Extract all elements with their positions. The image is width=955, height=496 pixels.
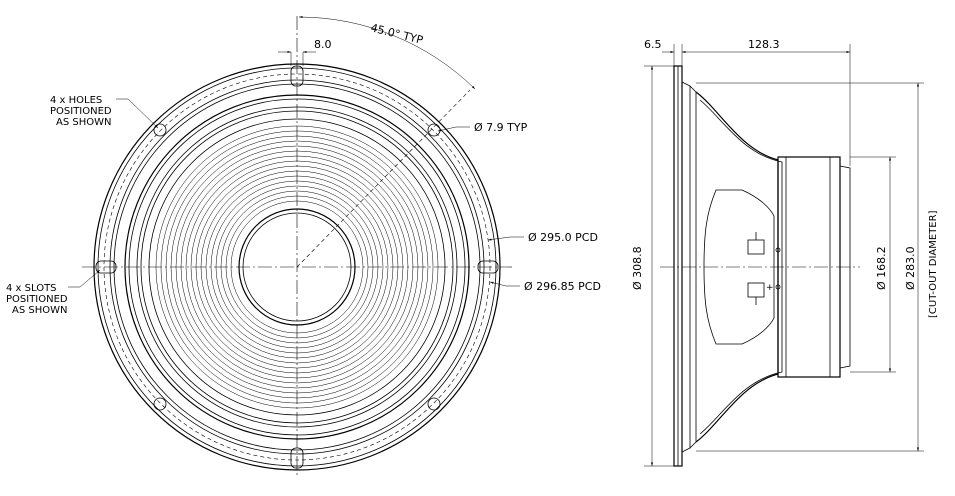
hole-dia-label: Ø 7.9 TYP <box>474 121 528 134</box>
svg-text:4 x SLOTS: 4 x SLOTS <box>6 283 57 294</box>
flange-thickness-label: 6.5 <box>644 38 662 51</box>
cutout-note: [CUT-OUT DIAMETER] <box>928 210 939 318</box>
holes-note: 4 x HOLES POSITIONED AS SHOWN <box>50 95 159 129</box>
svg-text:4 x HOLES: 4 x HOLES <box>50 95 102 106</box>
side-view: + 6.5 128.3 Ø 308.8 Ø 168.2 Ø 283.0 <box>631 38 939 467</box>
magnet-dia-label: Ø 168.2 <box>875 246 888 290</box>
svg-text:AS SHOWN: AS SHOWN <box>56 117 111 128</box>
angle-label: 45.0° TYP <box>369 21 424 47</box>
pcd-label-2: Ø 296.85 PCD <box>524 280 601 293</box>
mounting-holes <box>153 123 441 411</box>
slot-width-label: 8.0 <box>314 38 332 51</box>
svg-text:POSITIONED: POSITIONED <box>6 294 68 305</box>
front-view: 8.0 45.0° TYP 4 x HOLES POSITIONED AS SH… <box>6 15 601 478</box>
slots-note: 4 x SLOTS POSITIONED AS SHOWN <box>6 269 101 316</box>
terminals: + <box>747 232 781 305</box>
outer-dia-label: Ø 308.8 <box>631 246 644 290</box>
svg-text:AS SHOWN: AS SHOWN <box>12 305 67 316</box>
depth-label: 128.3 <box>748 38 780 51</box>
cutout-dia-label: Ø 283.0 <box>904 246 917 290</box>
svg-text:+: + <box>766 283 774 293</box>
pcd-label-1: Ø 295.0 PCD <box>528 231 598 244</box>
svg-text:POSITIONED: POSITIONED <box>50 106 112 117</box>
